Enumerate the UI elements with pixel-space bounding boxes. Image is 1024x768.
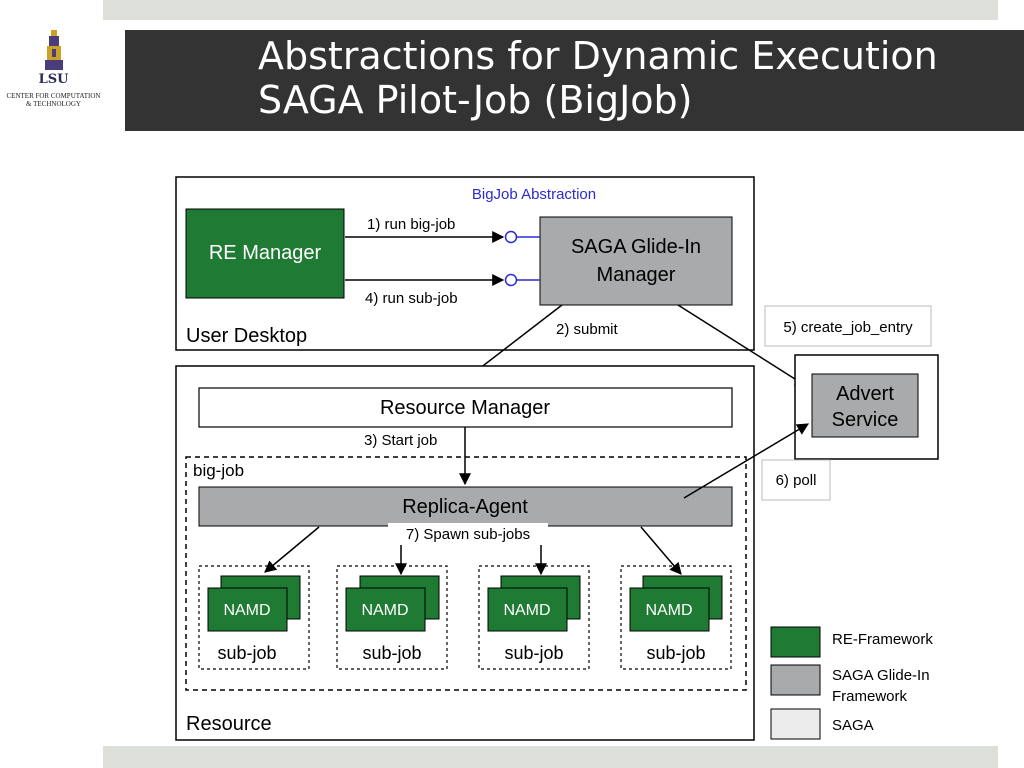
advert-service-box [811, 373, 919, 438]
sub-job-3-border [478, 565, 590, 670]
resource-label: Resource [186, 713, 272, 735]
sub-job-2-border [336, 565, 448, 670]
step6-label: 6) poll [776, 472, 817, 489]
advert-service-line2: Service [832, 409, 899, 431]
arrow-spawn-1 [264, 526, 320, 573]
bottom-decor-bar [103, 746, 998, 768]
lsu-tower-icon [44, 30, 63, 70]
arrow-spawn-4 [640, 526, 682, 575]
sub-job-2-namd-label: NAMD [361, 602, 408, 619]
logo-subtitle: CENTER FOR COMPUTATION & TECHNOLOGY [6, 92, 101, 108]
sub-job-1-label: sub-job [217, 643, 276, 663]
legend-swatch-saga [770, 708, 821, 740]
legend-label-saga-glide-in-2: Framework [832, 688, 908, 705]
sub-job-4-border [620, 565, 732, 670]
step7-label: 7) Spawn sub-jobs [406, 526, 530, 543]
step5-box [764, 305, 932, 347]
step7-box [388, 523, 548, 545]
sub-job-4-label: sub-job [646, 643, 705, 663]
top-decor-bar [103, 0, 998, 20]
sub-job-1: NAMD sub-job [198, 565, 310, 670]
sub-job-4: NAMD sub-job [620, 565, 732, 670]
legend-label-re-framework: RE-Framework [832, 631, 933, 648]
logo-lsu-text: LSU [38, 72, 69, 87]
step5-label: 5) create_job_entry [783, 319, 913, 336]
glide-in-manager-line1: SAGA Glide-In [571, 236, 701, 258]
interface-port-2 [504, 273, 518, 287]
sub-job-2: NAMD sub-job [336, 565, 448, 670]
logo-subtitle-line1: CENTER FOR COMPUTATION [6, 92, 101, 100]
step1-label: 1) run big-job [367, 216, 455, 233]
sub-job-3-label: sub-job [504, 643, 563, 663]
interface-port-1 [504, 230, 518, 244]
logo-subtitle-line2: & TECHNOLOGY [26, 100, 81, 108]
glide-in-manager-box [539, 216, 733, 306]
sub-job-3-namd-label: NAMD [503, 602, 550, 619]
sub-job-2-label: sub-job [362, 643, 421, 663]
step6-box [761, 459, 831, 501]
step3-label: 3) Start job [364, 432, 437, 449]
arrow-create-job-entry [677, 304, 808, 387]
sub-job-1-namd-front [207, 587, 288, 632]
slide-title: Abstractions for Dynamic Execution SAGA … [258, 34, 1018, 122]
legend: RE-Framework SAGA Glide-In Framework SAG… [770, 626, 933, 740]
sub-job-3: NAMD sub-job [478, 565, 590, 670]
big-job-label: big-job [193, 461, 244, 480]
sub-job-3-namd-front [487, 587, 568, 632]
title-band [125, 30, 1024, 131]
resource-manager-box [198, 387, 733, 428]
step4-label: 4) run sub-job [365, 290, 458, 307]
bigjob-abstraction-label: BigJob Abstraction [472, 186, 596, 203]
lsu-logo: LSU CENTER FOR COMPUTATION & TECHNOLOGY [6, 28, 101, 118]
big-job-box [185, 456, 747, 691]
arrow-poll [683, 423, 810, 499]
legend-label-saga-glide-in-1: SAGA Glide-In [832, 667, 930, 684]
legend-label-saga: SAGA [832, 717, 874, 734]
re-manager-label: RE Manager [209, 242, 322, 264]
legend-swatch-saga-glide-in [770, 664, 821, 696]
slide-title-line2: SAGA Pilot-Job (BigJob) [258, 78, 693, 122]
legend-swatch-re-framework [770, 626, 821, 658]
replica-agent-label: Replica-Agent [402, 496, 528, 518]
slide-title-line1: Abstractions for Dynamic Execution [258, 34, 938, 78]
sub-job-1-namd-label: NAMD [223, 602, 270, 619]
replica-agent-box [198, 486, 733, 527]
sub-job-2-namd-front [345, 587, 426, 632]
step2-label: 2) submit [556, 321, 619, 338]
glide-in-manager-line2: Manager [597, 264, 676, 286]
resource-manager-label: Resource Manager [380, 397, 550, 419]
re-manager-box [185, 208, 345, 299]
sub-job-4-namd-label: NAMD [645, 602, 692, 619]
user-desktop-label: User Desktop [186, 325, 307, 347]
sub-job-1-border [198, 565, 310, 670]
sub-job-4-namd-front [629, 587, 710, 632]
advert-service-line1: Advert [836, 383, 894, 405]
